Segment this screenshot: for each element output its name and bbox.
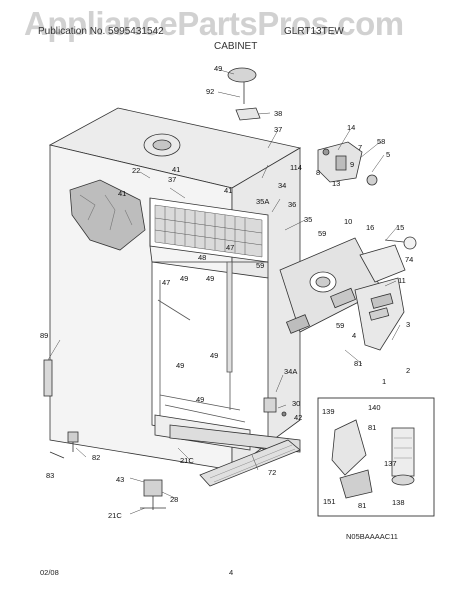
callout-16: 16 — [366, 223, 374, 232]
callout-49: 49 — [176, 361, 184, 370]
callout-47: 47 — [226, 243, 234, 252]
callout-9: 9 — [350, 160, 354, 169]
callout-7: 7 — [358, 143, 362, 152]
diagram-code: N05BAAAAC11 — [346, 532, 398, 541]
callout-59: 59 — [318, 229, 326, 238]
callout-37: 37 — [274, 125, 282, 134]
callout-49: 49 — [210, 351, 218, 360]
callout-48: 48 — [198, 253, 206, 262]
callout-10: 10 — [344, 217, 352, 226]
cabinet-shell — [48, 107, 302, 471]
leveling-leg — [49, 431, 79, 459]
callout-21C: 21C — [108, 511, 122, 520]
bottom-hinge — [140, 479, 166, 510]
callout-5: 5 — [386, 150, 390, 159]
toe-grille — [199, 439, 301, 487]
callout-114: 114 — [290, 163, 302, 172]
callout-15: 15 — [396, 223, 404, 232]
callout-58: 58 — [377, 137, 385, 146]
callout-81: 81 — [368, 423, 376, 432]
callout-151: 151 — [323, 497, 336, 506]
control-housing — [317, 141, 378, 186]
callout-37: 37 — [168, 175, 176, 184]
callout-14: 14 — [347, 123, 355, 132]
callout-42: 42 — [294, 413, 302, 422]
water-filter-inset — [317, 397, 435, 517]
callout-35A: 35A — [256, 197, 269, 206]
callout-21C: 21C — [180, 456, 194, 465]
callout-140: 140 — [368, 403, 381, 412]
callout-81: 81 — [358, 501, 366, 510]
callout-138: 138 — [392, 498, 405, 507]
callout-49: 49 — [214, 64, 222, 73]
rear-control-panel — [279, 237, 383, 334]
callout-1: 1 — [382, 377, 386, 386]
footer-date: 02/08 — [40, 568, 59, 577]
lamp-housing — [359, 236, 417, 283]
callout-41: 41 — [118, 189, 126, 198]
callout-137: 137 — [384, 459, 397, 468]
callout-30: 30 — [292, 399, 300, 408]
callout-72: 72 — [268, 468, 276, 477]
side-bracket — [43, 359, 53, 397]
callout-41: 41 — [224, 186, 232, 195]
callout-22: 22 — [132, 166, 140, 175]
callout-35: 35 — [304, 215, 312, 224]
callout-38: 38 — [274, 109, 282, 118]
callout-59: 59 — [336, 321, 344, 330]
top-vent — [143, 133, 181, 157]
publication-number: Publication No. 5995431542 — [38, 26, 164, 37]
callout-49: 49 — [180, 274, 188, 283]
callout-11: 11 — [398, 276, 406, 285]
callout-139: 139 — [322, 407, 335, 416]
callout-labels: 49 92 38 37 14 58 7 5 8 13 9 22 41 37 41… — [40, 64, 413, 520]
callout-89: 89 — [40, 331, 48, 340]
shelf-rails — [157, 261, 246, 423]
callout-74: 74 — [405, 255, 413, 264]
roller-bracket — [263, 397, 287, 417]
cabinet-floor — [154, 414, 301, 453]
callout-41: 41 — [172, 165, 180, 174]
callout-59: 59 — [256, 261, 264, 270]
callout-82: 82 — [92, 453, 100, 462]
callout-4: 4 — [352, 331, 356, 340]
section-title: CABINET — [214, 41, 258, 52]
callout-49: 49 — [196, 395, 204, 404]
insulation-block — [69, 179, 146, 251]
footer-page: 4 — [229, 568, 234, 577]
callout-34: 34 — [278, 181, 286, 190]
leader-lines — [47, 69, 401, 515]
callout-34A: 34A — [284, 367, 297, 376]
callout-49: 49 — [206, 274, 214, 283]
callout-3: 3 — [406, 320, 410, 329]
callout-2: 2 — [406, 366, 410, 375]
callout-81: 81 — [354, 359, 362, 368]
callout-47: 47 — [162, 278, 170, 287]
top-hinge-cover — [227, 67, 261, 121]
callout-43: 43 — [116, 475, 124, 484]
callout-92: 92 — [206, 87, 214, 96]
callout-28: 28 — [170, 495, 178, 504]
duct-cover — [354, 277, 405, 351]
watermark-logo: AppliancePartsPros.com — [24, 5, 404, 42]
callout-13: 13 — [332, 179, 340, 188]
callout-8: 8 — [316, 168, 320, 177]
callout-83: 83 — [46, 471, 54, 480]
model-number: GLRT13TEW — [284, 26, 344, 37]
evaporator-cover — [154, 204, 263, 258]
callout-36: 36 — [288, 200, 296, 209]
